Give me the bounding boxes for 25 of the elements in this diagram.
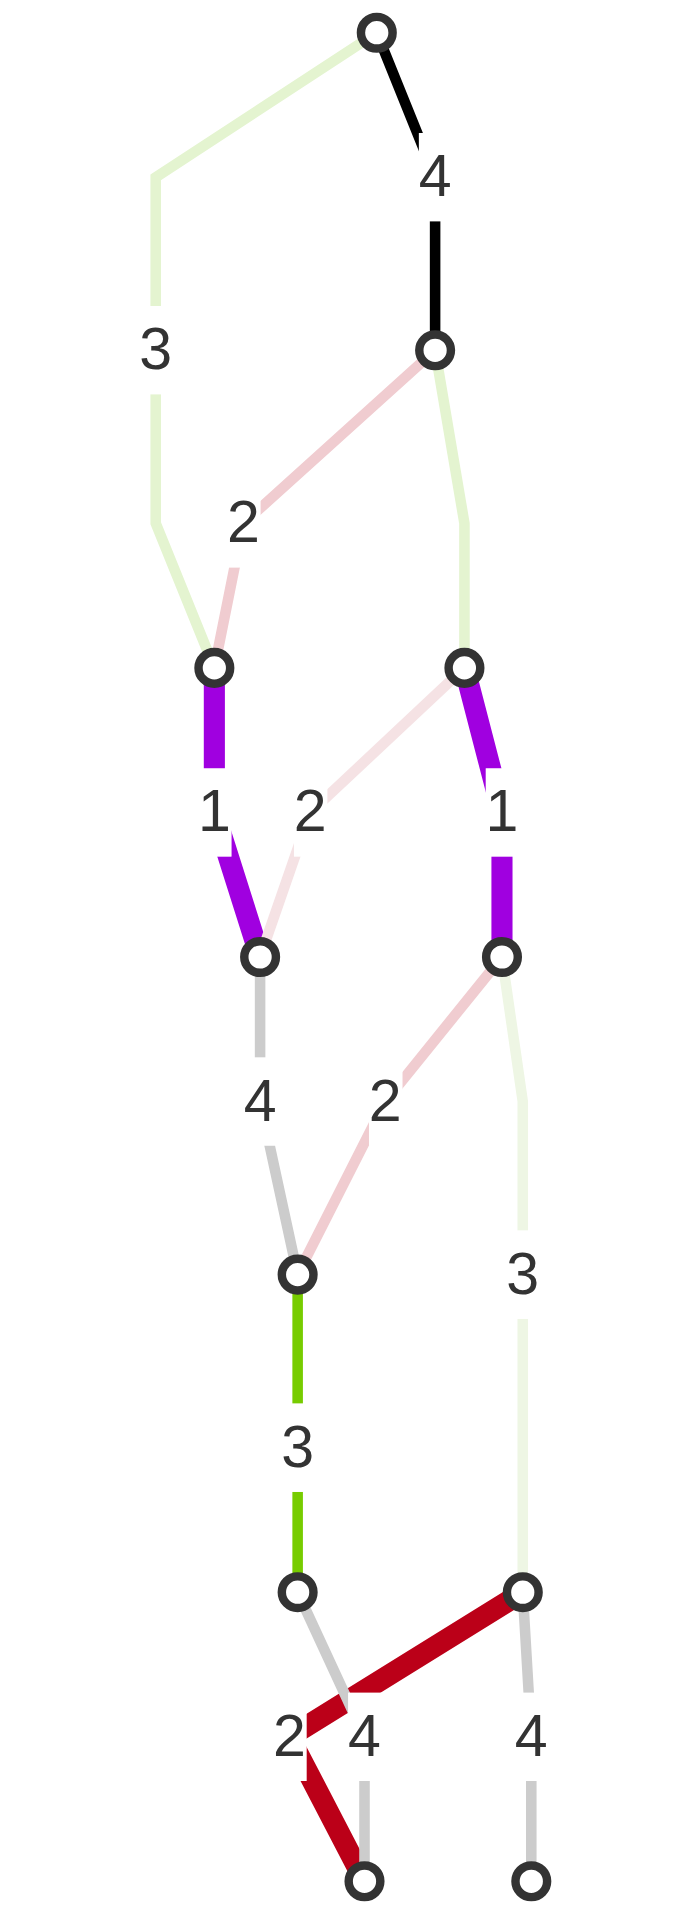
node-circle xyxy=(444,647,485,688)
node-circle xyxy=(356,12,397,53)
edge-label: 3 xyxy=(281,1413,315,1480)
node-circle xyxy=(344,1861,385,1902)
edge-label: 1 xyxy=(197,778,231,845)
edge-label: 2 xyxy=(368,1067,402,1134)
node-circle xyxy=(511,1861,552,1902)
node-circle xyxy=(240,936,281,978)
connector xyxy=(275,1591,515,1873)
edge-label: 1 xyxy=(485,778,519,845)
node-circle xyxy=(277,1254,318,1295)
edge-label: 2 xyxy=(226,489,260,555)
edge-label: 4 xyxy=(243,1067,277,1134)
edge-label: 4 xyxy=(418,143,452,209)
edge-label: 2 xyxy=(272,1702,306,1769)
node-circle xyxy=(481,936,522,978)
node-circle xyxy=(502,1572,543,1613)
edge-label: 2 xyxy=(293,778,327,845)
edge-label: 3 xyxy=(506,1240,540,1307)
node-circle xyxy=(277,1572,318,1613)
edge-label: 4 xyxy=(514,1702,548,1769)
edge-label: 4 xyxy=(348,1702,381,1769)
edge-label: 3 xyxy=(139,316,173,382)
node-circle xyxy=(194,647,235,688)
node-circle xyxy=(415,330,456,371)
